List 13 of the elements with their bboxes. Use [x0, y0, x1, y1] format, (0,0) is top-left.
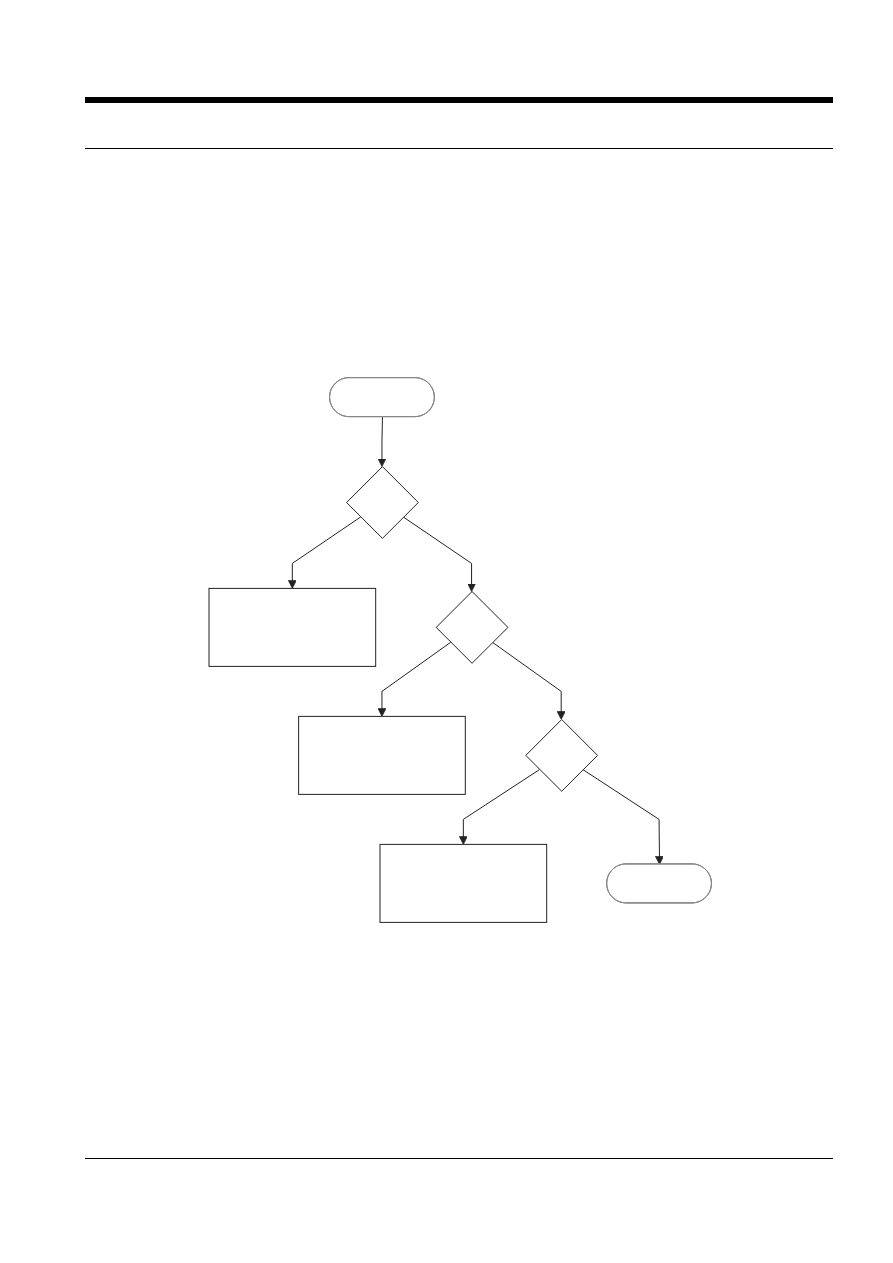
- arrow: [402, 516, 476, 592]
- arrow: [377, 641, 451, 717]
- node-diamond: [435, 591, 509, 664]
- arrow: [287, 516, 361, 589]
- arrow: [491, 641, 566, 720]
- arrow: [377, 416, 387, 467]
- node-box: [379, 843, 547, 923]
- node-box: [208, 587, 376, 667]
- arrow: [582, 769, 664, 865]
- arrow: [458, 769, 540, 845]
- node-diamond: [525, 719, 598, 792]
- node-box: [297, 715, 466, 795]
- node-diamond: [345, 466, 419, 539]
